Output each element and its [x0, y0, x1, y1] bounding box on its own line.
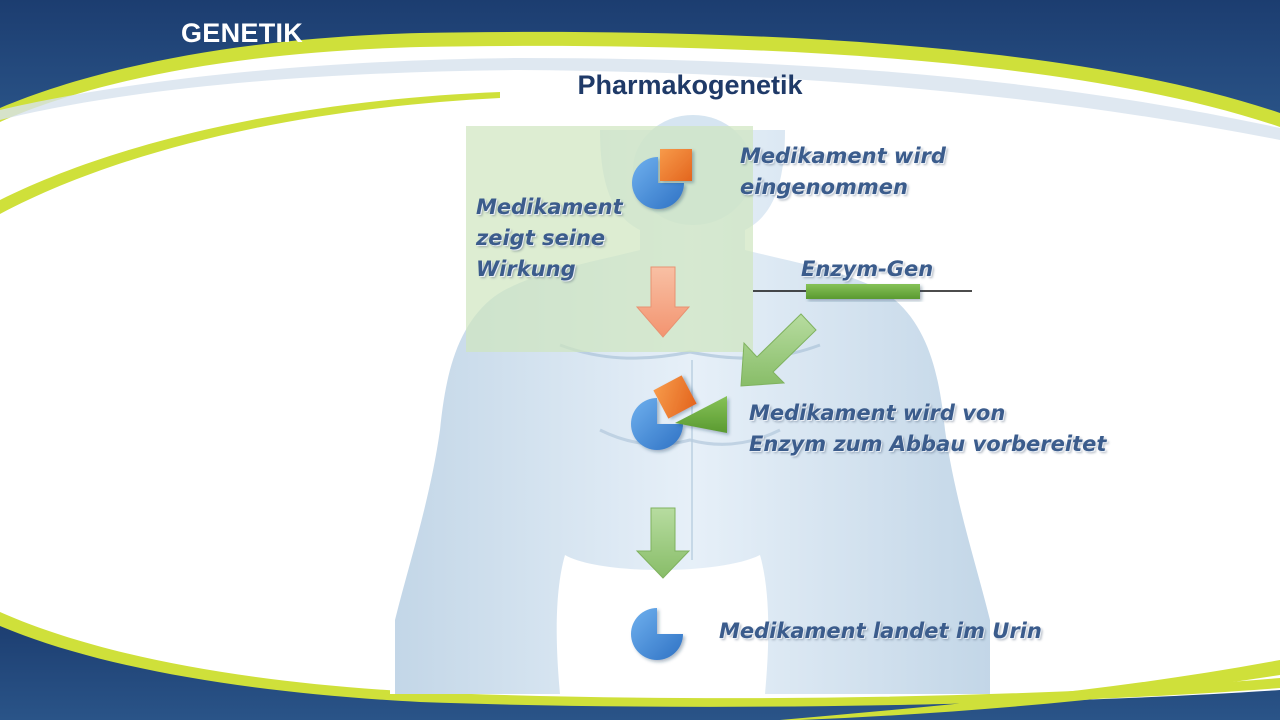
- enzyme-wedge-icon: [675, 396, 727, 433]
- label-effect: Medikament zeigt seine Wirkung: [476, 195, 623, 281]
- header-banner: [0, 0, 1280, 214]
- drug-fragment-icon: [660, 149, 692, 181]
- effect-zone: [466, 126, 753, 352]
- down-arrow-icon: [635, 507, 691, 579]
- enzyme-gene-bar-icon: [753, 284, 972, 299]
- drug-capsule-icon: [631, 608, 683, 660]
- drug-fragment-icon: [653, 375, 697, 419]
- drug-capsule-icon: [632, 157, 684, 209]
- drug-capsule-icon: [631, 398, 683, 450]
- label-preparation: Medikament wird von Enzym zum Abbau vorb…: [749, 401, 1107, 456]
- label-enzyme-gene: Enzym-Gen: [801, 257, 934, 281]
- down-arrow-icon: [635, 266, 691, 338]
- footer-banner: [0, 612, 1280, 720]
- label-excretion: Medikament landet im Urin: [719, 619, 1042, 643]
- label-intake: Medikament wird eingenommen: [740, 144, 946, 199]
- body-silhouette-icon: [390, 115, 990, 694]
- slide-title: Pharmakogenetik: [577, 70, 803, 100]
- diagonal-arrow-icon: [740, 313, 817, 387]
- section-title: GENETIK: [181, 18, 304, 48]
